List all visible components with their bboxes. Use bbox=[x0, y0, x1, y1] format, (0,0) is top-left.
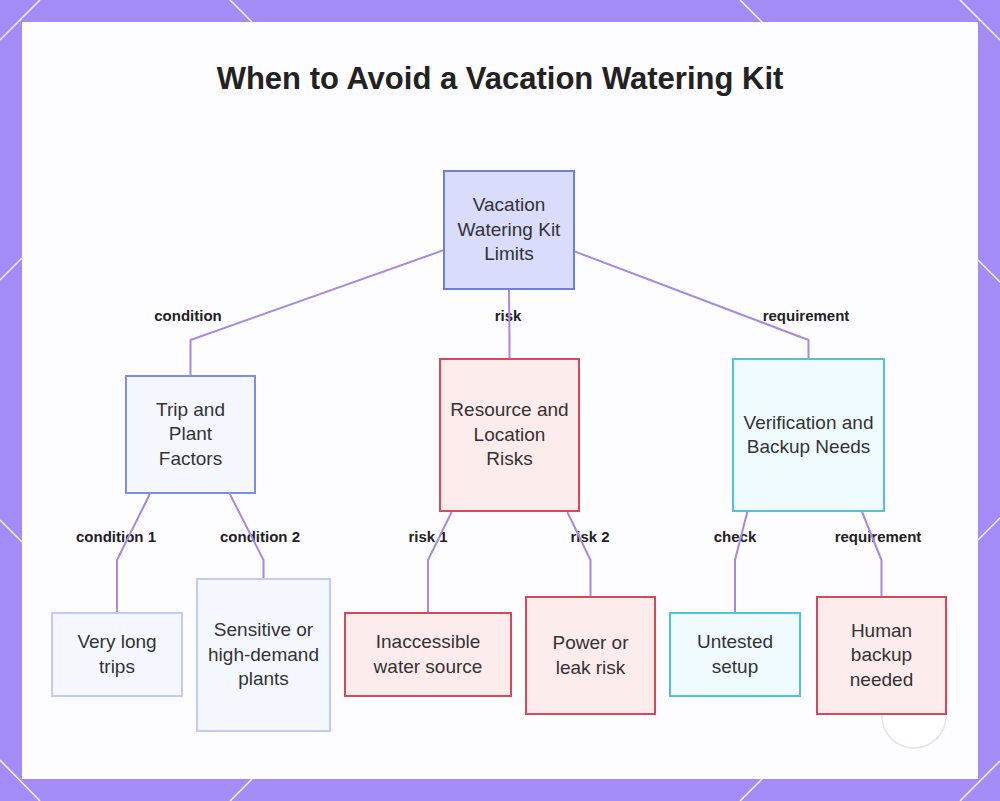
node-text: Resource and Location Risks bbox=[449, 398, 570, 472]
edge-label: condition 2 bbox=[220, 528, 300, 545]
node-text: Trip and Plant Factors bbox=[135, 398, 246, 472]
category-box: Verification and Backup Needs bbox=[732, 358, 885, 512]
connector-line bbox=[428, 512, 452, 612]
node-text: Verification and Backup Needs bbox=[742, 411, 875, 460]
edge-label: requirement bbox=[835, 528, 922, 545]
edge-label: requirement bbox=[763, 307, 850, 324]
edge-label: condition bbox=[154, 307, 222, 324]
connector-line bbox=[191, 250, 444, 375]
connector-line bbox=[862, 512, 881, 596]
connector-line bbox=[735, 512, 747, 612]
diagram-title: When to Avoid a Vacation Watering Kit bbox=[200, 60, 800, 98]
node-text: Vacation Watering Kit Limits bbox=[453, 193, 565, 267]
root-box: Vacation Watering Kit Limits bbox=[443, 170, 575, 290]
node-text: Human backup needed bbox=[826, 619, 937, 693]
node-text: Very long trips bbox=[61, 630, 173, 679]
edge-label: condition 1 bbox=[76, 528, 156, 545]
node-text: Power or leak risk bbox=[535, 631, 646, 680]
leaf-box: Very long trips bbox=[51, 612, 183, 697]
connector-line bbox=[567, 512, 590, 596]
category-box: Resource and Location Risks bbox=[439, 358, 580, 512]
leaf-box: Power or leak risk bbox=[525, 596, 656, 715]
node-text: Sensitive or high-demand plants bbox=[206, 618, 321, 692]
edge-label: check bbox=[714, 528, 757, 545]
leaf-box: Untested setup bbox=[669, 612, 801, 697]
leaf-box: Inaccessible water source bbox=[344, 612, 512, 697]
connector-line bbox=[575, 252, 809, 358]
edge-label: risk bbox=[495, 307, 522, 324]
leaf-box: Human backup needed bbox=[816, 596, 947, 715]
node-text: Inaccessible water source bbox=[354, 630, 502, 679]
leaf-box: Sensitive or high-demand plants bbox=[196, 578, 331, 732]
connector-line bbox=[508, 290, 511, 358]
category-box: Trip and Plant Factors bbox=[125, 375, 256, 494]
node-text: Untested setup bbox=[679, 630, 791, 679]
connector-line bbox=[230, 494, 264, 578]
connector-line bbox=[117, 494, 150, 612]
